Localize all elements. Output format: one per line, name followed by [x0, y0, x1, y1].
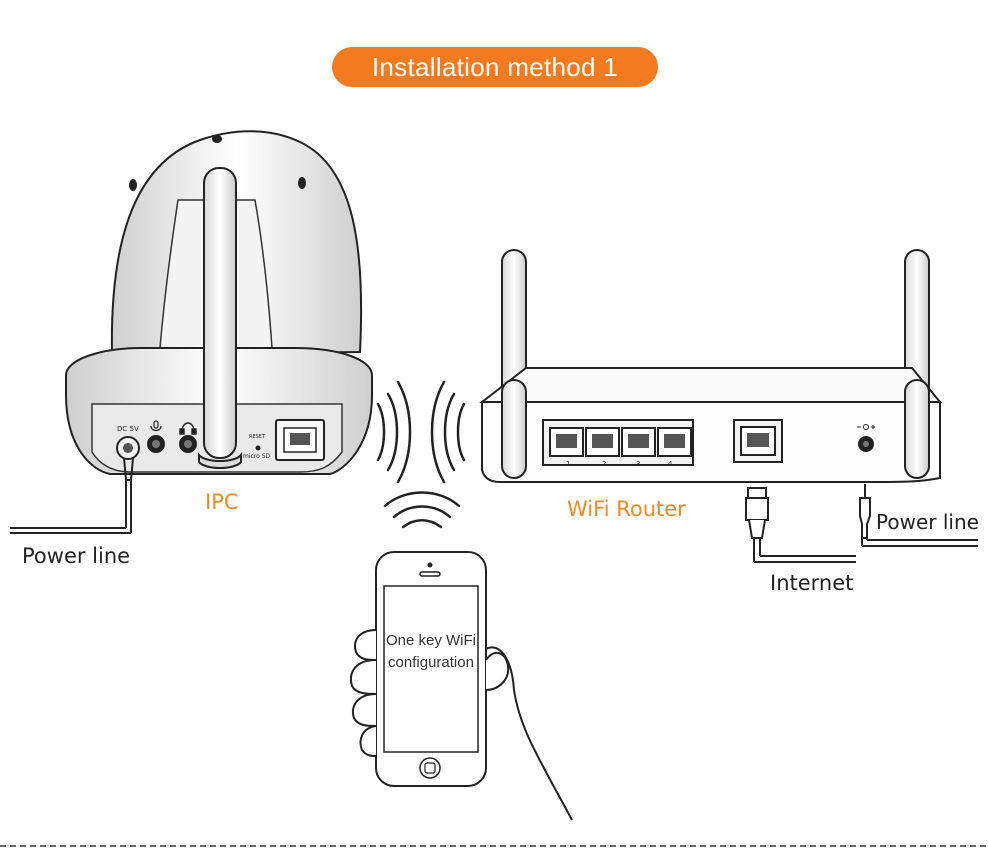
port-number: 2	[602, 460, 606, 468]
router-port-numbers: 1 2 3 4	[566, 460, 673, 468]
camera-antenna	[203, 167, 237, 459]
hand-fingers	[354, 629, 377, 661]
home-button	[419, 757, 441, 779]
smartphone	[350, 551, 573, 821]
router-power-line	[859, 484, 978, 547]
power-line-right-label: Power line	[876, 510, 979, 534]
power-line-left-label: Power line	[22, 544, 131, 568]
ip-camera	[65, 130, 373, 475]
phone-text-line1: One key WiFi	[385, 632, 476, 649]
phone-text-line2: configuration	[388, 654, 474, 671]
micro-sd-label: micro SD	[243, 453, 271, 460]
port-number: 4	[668, 460, 673, 468]
hand	[483, 646, 573, 821]
phone-screen	[383, 585, 479, 753]
ipc-label: IPC	[205, 490, 239, 514]
dc-label: DC 5V	[117, 425, 139, 433]
port-number: 1	[566, 460, 570, 468]
wifi-router	[479, 249, 943, 483]
internet-cable	[745, 487, 856, 563]
router-label: WiFi Router	[567, 497, 686, 521]
phone-screen-text: One key WiFi configuration	[383, 630, 479, 674]
wifi-signal-icon	[376, 380, 466, 529]
reset-label: RESET	[249, 434, 266, 440]
port-number: 3	[636, 460, 640, 468]
dc-power-icon	[857, 424, 875, 430]
internet-label: Internet	[770, 571, 854, 595]
camera-power-line	[10, 457, 134, 534]
microphone-icon	[150, 420, 162, 432]
headphone-icon	[179, 422, 197, 435]
title-badge: Installation method 1	[332, 47, 658, 87]
